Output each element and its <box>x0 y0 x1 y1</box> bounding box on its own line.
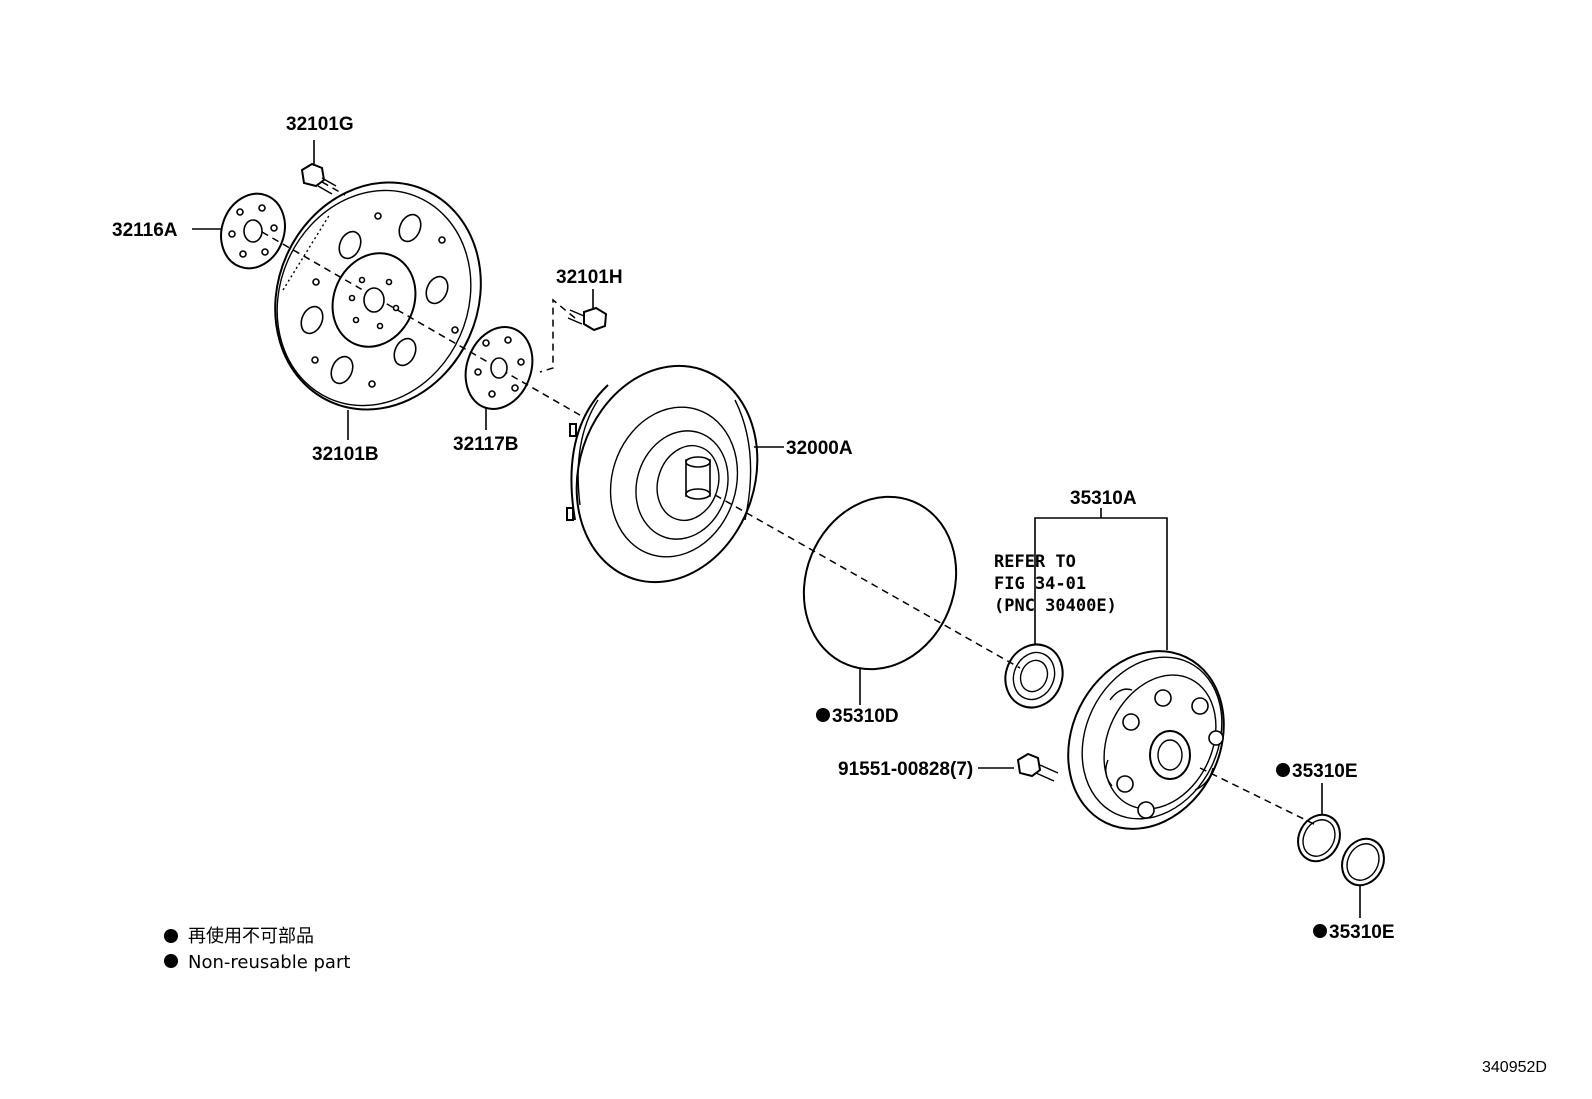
ring-35310E-upper <box>1297 813 1341 863</box>
o-ring-35310D <box>802 495 958 671</box>
label-35310A: 35310A <box>1070 488 1137 509</box>
legend-dot-english <box>164 954 178 968</box>
axis-line-pump <box>1199 767 1319 827</box>
plate-32116A <box>220 192 286 270</box>
refer-note-line2: FIG 34-01 <box>994 574 1086 594</box>
torque-converter-32000A <box>566 364 759 584</box>
non-reusable-dot-35310D <box>816 708 830 722</box>
bolt-32101H <box>567 306 608 332</box>
bolt-axis-32101H <box>539 298 576 373</box>
label-32000A: 32000A <box>786 438 853 459</box>
label-32117B: 32117B <box>453 434 519 455</box>
refer-note-line3: (PNC 30400E) <box>994 596 1117 616</box>
label-32101B: 32101B <box>312 444 379 465</box>
legend-english: Non-reusable part <box>188 952 350 973</box>
label-91551-00828: 91551-00828(7) <box>838 759 973 780</box>
axis-line-flywheel <box>261 231 586 419</box>
non-reusable-dot-35310E-upper <box>1276 763 1290 777</box>
oil-pump-body <box>1067 650 1225 830</box>
figure-id: 340952D <box>1482 1059 1547 1076</box>
label-35310D: 35310D <box>832 706 899 727</box>
label-32101H: 32101H <box>556 267 623 288</box>
plate-32117B <box>464 326 534 410</box>
axis-line-converter <box>714 494 1021 669</box>
label-32101G: 32101G <box>286 114 354 135</box>
ring-35310E-lower <box>1341 837 1385 887</box>
drive-plate-32101B <box>274 181 482 411</box>
label-32116A: 32116A <box>112 220 178 241</box>
legend-dot-japanese <box>164 929 178 943</box>
refer-note-line1: REFER TO <box>994 552 1076 572</box>
oil-seal <box>1004 643 1064 709</box>
label-35310E-lower: 35310E <box>1329 922 1395 943</box>
legend-japanese: 再使用不可部品 <box>188 926 314 947</box>
bolt-91551-00828 <box>1016 752 1059 782</box>
bolt-axis-32101G <box>321 181 346 196</box>
label-35310E-upper: 35310E <box>1292 761 1358 782</box>
non-reusable-dot-35310E-lower <box>1313 924 1327 938</box>
bolt-32101G <box>300 162 337 195</box>
